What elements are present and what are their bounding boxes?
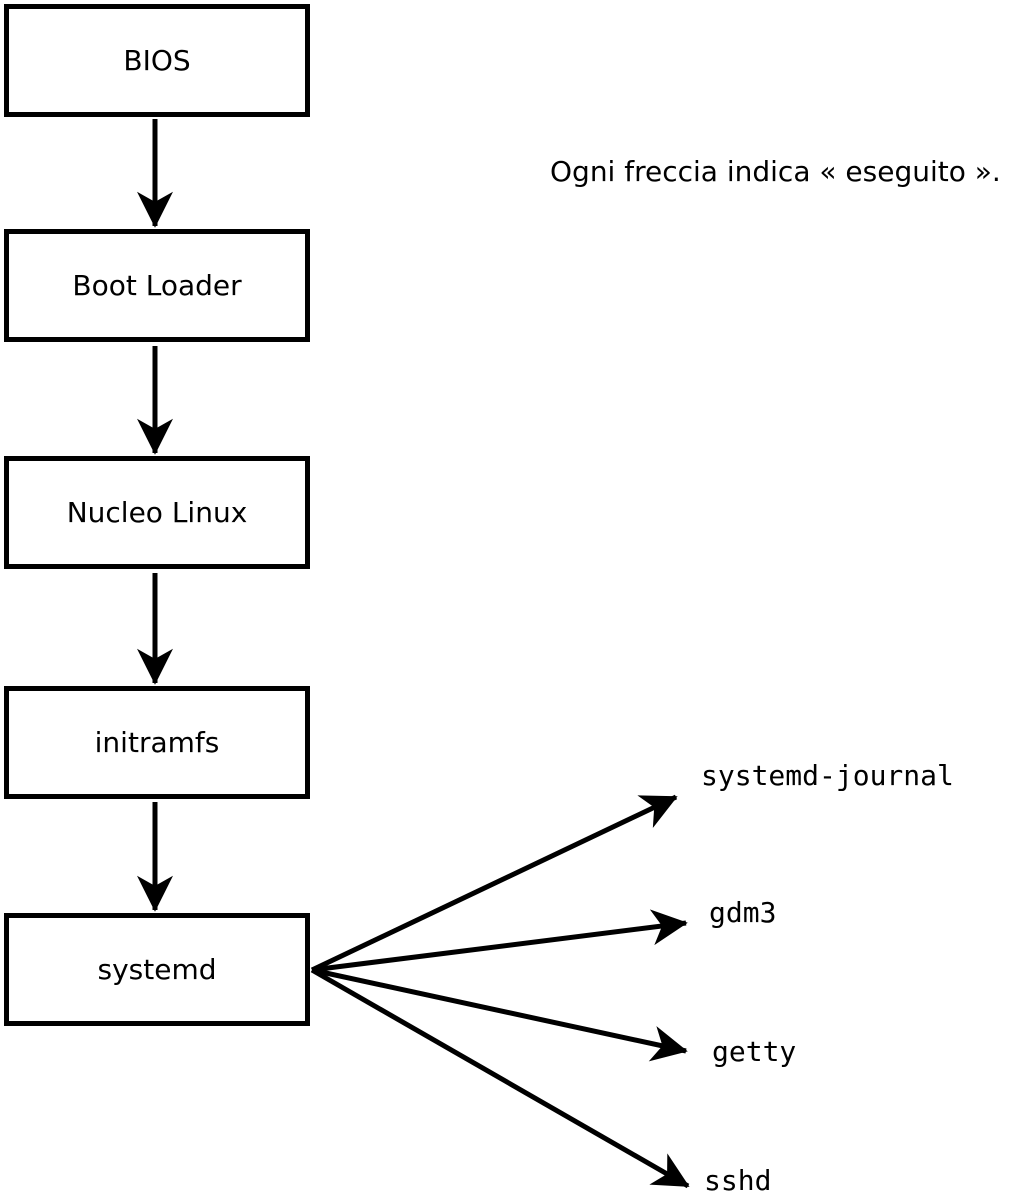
diagram-caption: Ogni freccia indica « eseguito ». xyxy=(550,155,1001,188)
arrow-systemd-to-sshd xyxy=(310,967,690,1189)
box-initramfs-label: initramfs xyxy=(94,725,220,759)
box-boot-loader-label: Boot Loader xyxy=(72,268,242,302)
service-label-systemd-journal: systemd-journal xyxy=(701,759,954,792)
box-bios-label: BIOS xyxy=(123,43,191,77)
box-initramfs: initramfs xyxy=(4,686,310,799)
box-boot-loader: Boot Loader xyxy=(4,229,310,342)
box-systemd: systemd xyxy=(4,913,310,1026)
box-bios: BIOS xyxy=(4,4,310,117)
service-label-sshd: sshd xyxy=(704,1164,772,1193)
box-nucleo-linux: Nucleo Linux xyxy=(4,456,310,569)
arrow-systemd-to-journal xyxy=(310,794,678,973)
box-systemd-label: systemd xyxy=(97,952,217,986)
service-label-gdm3: gdm3 xyxy=(709,896,777,929)
box-nucleo-linux-label: Nucleo Linux xyxy=(66,495,248,529)
arrow-systemd-to-getty xyxy=(311,967,688,1062)
arrow-systemd-to-gdm3 xyxy=(311,909,688,973)
service-label-getty: getty xyxy=(712,1035,797,1068)
